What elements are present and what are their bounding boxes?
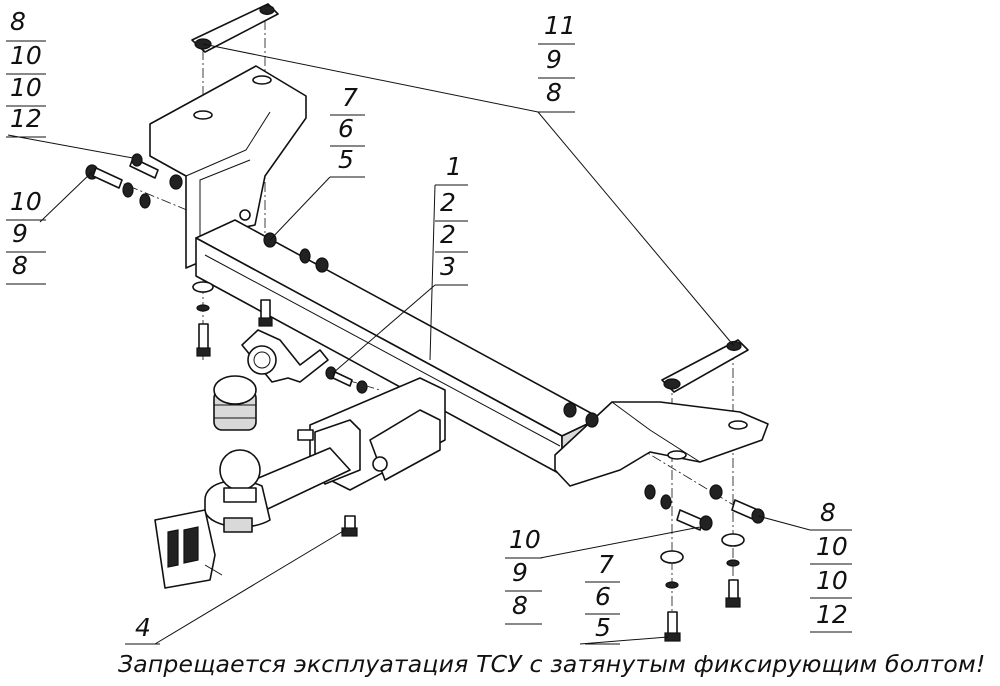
ball-cover [213, 375, 257, 431]
callout-bottom-center-b: 7 6 5 [585, 550, 620, 645]
plug-cover [154, 509, 223, 589]
socket-bracket [241, 329, 329, 383]
callout-text: 4 [135, 613, 151, 642]
leader-lines [7, 43, 811, 645]
callout-top-right: 11 9 8 [538, 11, 576, 113]
callout-text: 10 [509, 525, 541, 554]
fasteners [85, 153, 765, 642]
warning-text: Запрещается эксплуатация ТСУ с затянутым… [118, 650, 986, 678]
callout-text: 8 [10, 7, 26, 36]
callout-text: 11 [544, 11, 576, 40]
bolt-vertical-left-2 [258, 299, 273, 327]
strap-plate-top-left [191, 3, 279, 53]
bolt-vertical-left [192, 281, 214, 357]
callout-left-mid: 10 9 8 [6, 187, 46, 285]
callout-text: 8 [512, 591, 528, 620]
callout-text: 7 [342, 83, 358, 112]
callout-bottom-right: 8 10 10 12 [810, 498, 852, 633]
callout-text: 10 [10, 187, 42, 216]
callout-text: 3 [440, 252, 456, 281]
strap-plate-right [661, 339, 749, 393]
callout-text: 6 [338, 114, 354, 143]
bolt-right-upper [709, 484, 765, 524]
callout-text: 8 [12, 251, 28, 280]
callout-text: 10 [816, 532, 848, 561]
bolt-vertical-right-2 [721, 533, 745, 608]
bolt-vertical-right [660, 550, 684, 642]
bolt-right-lower [644, 484, 713, 531]
bolt-left-upper [129, 153, 183, 190]
callout-text: 2 [440, 220, 456, 249]
callout-text: 5 [338, 145, 354, 174]
callout-text: 1 [446, 152, 462, 181]
bracket-right [554, 401, 769, 487]
callout-text: 10 [816, 566, 848, 595]
callout-upper-center: 7 6 5 [330, 83, 365, 178]
callout-text: 9 [12, 219, 28, 248]
callout-top-left: 8 10 10 12 [6, 7, 46, 138]
callout-text: 8 [820, 498, 836, 527]
callout-text: 7 [598, 550, 614, 579]
callout-text: 8 [546, 78, 562, 107]
callout-bottom-left: 4 [125, 613, 160, 645]
callout-text: 9 [546, 45, 562, 74]
tow-ball [204, 449, 271, 533]
callout-text: 9 [512, 558, 528, 587]
callout-text: 5 [595, 613, 611, 642]
callout-text: 12 [10, 104, 42, 133]
bolt-ball-lock [341, 515, 358, 537]
callout-text: 10 [10, 73, 42, 102]
callout-bottom-center-a: 10 9 8 [505, 525, 542, 625]
callout-text: 6 [595, 582, 611, 611]
callout-text: 12 [816, 600, 848, 629]
callout-text: 2 [440, 188, 456, 217]
callout-text: 10 [10, 41, 42, 70]
callout-center: 1 2 2 3 [435, 152, 468, 286]
